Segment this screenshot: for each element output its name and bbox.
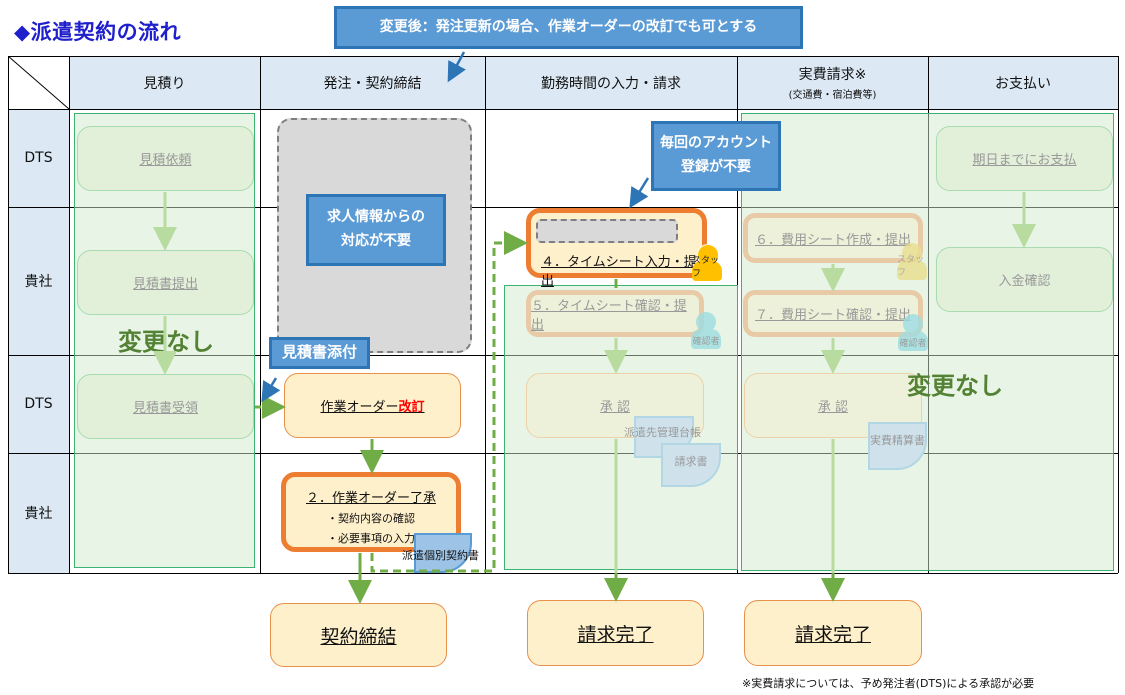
doc-individual-contract-label: 派遣個別契約書 [402, 549, 479, 562]
footnote: ※実費請求については、予め発注者(DTS)による承認が必要 [742, 677, 1035, 690]
column-header-order: 発注・契約締結 [260, 56, 485, 109]
page-title: ◆派遣契約の流れ [14, 20, 182, 44]
row-label-dts-1: DTS [8, 109, 69, 207]
step-estimate-receive[interactable]: 見積書受領 [77, 374, 254, 439]
row-label-dts-2: DTS [8, 355, 69, 453]
pointer-estimate-attach [261, 377, 281, 403]
column-header-expenses: 実費請求※(交通費・宿泊費等) [737, 56, 928, 109]
staff-person-icon: スタッフ [692, 244, 722, 282]
final-billing-complete-timesheet[interactable]: 請求完了 [527, 600, 704, 666]
final-contract-concluded[interactable]: 契約締結 [270, 603, 447, 667]
step-payment-confirm[interactable]: 入金確認 [936, 247, 1113, 312]
doc-dispatch-ledger-label: 派遣先管理台帳 [624, 426, 701, 439]
step-work-order-revise[interactable]: 作業オーダー改訂 [284, 373, 461, 438]
arrow-accept-to-timesheet [370, 231, 528, 573]
confirmer-person-icon-timesheet: 確認者 [691, 312, 721, 350]
pointer-top-callout [447, 51, 466, 83]
callout-change-note: 変更後：発注更新の場合、作業オーダーの改訂でも可とする [334, 6, 803, 49]
step-payment-by-due-date[interactable]: 期日までにお支払 [936, 126, 1113, 191]
removed-step-mini-placeholder [536, 219, 678, 243]
row-label-client-2: 貴社 [8, 453, 69, 573]
row-label-client-1: 貴社 [8, 207, 69, 355]
step-4-timesheet-input[interactable]: ４．タイムシート入力・提出 [526, 208, 707, 289]
diagonal-line [7, 55, 70, 110]
column-header-timesheet: 勤務時間の入力・請求 [485, 56, 737, 109]
step-7-expense-sheet-confirm[interactable]: ７．費用シート確認・提出 [743, 290, 923, 337]
step-6-expense-sheet-create[interactable]: ６．費用シート作成・提出 [743, 213, 923, 263]
callout-job-info-not-needed: 求人情報からの対応が不要 [306, 194, 446, 266]
pointer-account-callout [629, 177, 650, 209]
column-header-payment: お支払い [928, 56, 1118, 109]
step-estimate-submit[interactable]: 見積書提出 [77, 250, 254, 315]
step-5-timesheet-confirm[interactable]: ５．タイムシート確認・提出 [526, 290, 704, 337]
confirmer-person-icon-expenses: 確認者 [898, 314, 928, 352]
revise-highlight: 改訂 [398, 400, 425, 415]
callout-estimate-attached: 見積書添付 [269, 337, 370, 369]
no-change-label-right: 変更なし [907, 372, 1003, 400]
callout-account-not-needed: 毎回のアカウント登録が不要 [651, 121, 781, 191]
step-estimate-request[interactable]: 見積依頼 [77, 126, 254, 191]
column-header-estimate: 見積り [69, 56, 260, 109]
staff-person-icon-faded: スタッフ [897, 243, 927, 281]
corner-cell [7, 55, 70, 110]
doc-expense-report[interactable]: 実費精算書 [868, 422, 927, 470]
